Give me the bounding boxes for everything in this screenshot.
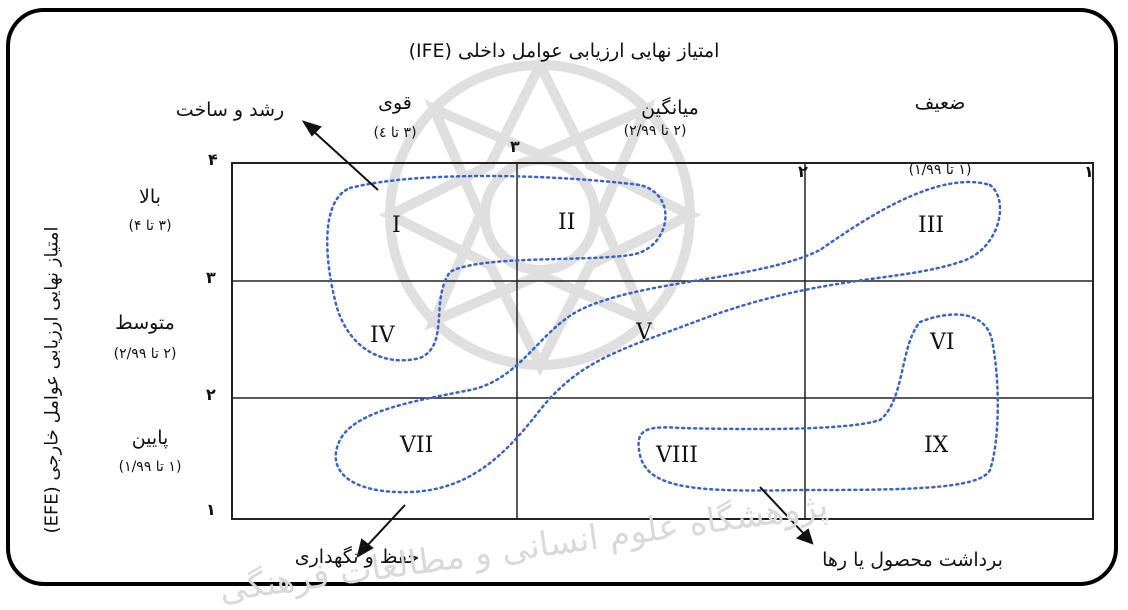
row-range-high: (۳ تا ۴) bbox=[128, 218, 172, 234]
cell-III: III bbox=[918, 213, 945, 238]
hold-region bbox=[334, 180, 1002, 494]
row-range-medium: (۲ تا ۲/۹۹) bbox=[113, 346, 177, 362]
harvest-arrow bbox=[759, 486, 806, 536]
cell-VI: VI bbox=[930, 330, 955, 355]
row-label-high: بالا bbox=[139, 186, 161, 208]
cell-V: V bbox=[636, 320, 652, 345]
hold-arrow bbox=[364, 504, 406, 549]
x-tick-2: ۲ bbox=[798, 162, 808, 181]
cell-I: I bbox=[392, 213, 401, 238]
x-tick-3: ۳ bbox=[510, 137, 520, 156]
efe-axis-title: امتیاز نهایی ارزیابی عوامل خارجی (EFE) bbox=[41, 226, 63, 534]
column-label-average: میانگین bbox=[641, 97, 699, 119]
column-range-strong: (۳ تا ٤) bbox=[373, 125, 417, 141]
ife-axis-title: امتیاز نهایی ارزیابی عوامل داخلی (IFE) bbox=[408, 40, 720, 62]
column-range-weak: (۱ تا ۱/۹۹) bbox=[908, 162, 972, 178]
row-label-medium: متوسط bbox=[115, 312, 175, 334]
row-label-low: پایین bbox=[131, 427, 169, 449]
column-label-weak: ضعیف bbox=[914, 92, 966, 114]
cell-VII: VII bbox=[400, 433, 434, 458]
strategy-hold-label: حفظ و نگهداری bbox=[294, 546, 420, 568]
column-label-strong: قوی bbox=[378, 92, 412, 114]
row-range-low: (۱ تا ۱/۹۹) bbox=[118, 459, 182, 475]
harvest-arrowhead bbox=[795, 528, 814, 545]
cell-IV: IV bbox=[370, 323, 395, 348]
hold-arrowhead bbox=[356, 538, 374, 559]
grow-arrowhead bbox=[301, 120, 322, 137]
diagram-frame bbox=[6, 8, 1118, 586]
cell-II: II bbox=[558, 210, 576, 235]
cell-IX: IX bbox=[924, 433, 949, 458]
grow-region bbox=[326, 174, 667, 362]
y-tick-2: ۲ bbox=[206, 385, 216, 404]
grow-arrow bbox=[311, 129, 379, 191]
y-tick-3: ۳ bbox=[206, 268, 216, 287]
matrix-svg bbox=[231, 120, 1094, 559]
harvest-region bbox=[637, 313, 999, 492]
watermark-emblem bbox=[378, 53, 702, 377]
x-tick-1: ۱ bbox=[1084, 162, 1094, 181]
strategy-grow-label: رشد و ساخت bbox=[175, 99, 285, 121]
cell-VIII: VIII bbox=[656, 443, 698, 468]
y-tick-1: ۱ bbox=[206, 500, 216, 519]
column-range-average: (۲ تا ۲/۹۹) bbox=[623, 123, 687, 139]
matrix-border bbox=[231, 162, 1094, 520]
strategy-harvest-label: برداشت محصول یا رها bbox=[822, 549, 1003, 571]
y-tick-4: ۴ bbox=[208, 150, 218, 169]
